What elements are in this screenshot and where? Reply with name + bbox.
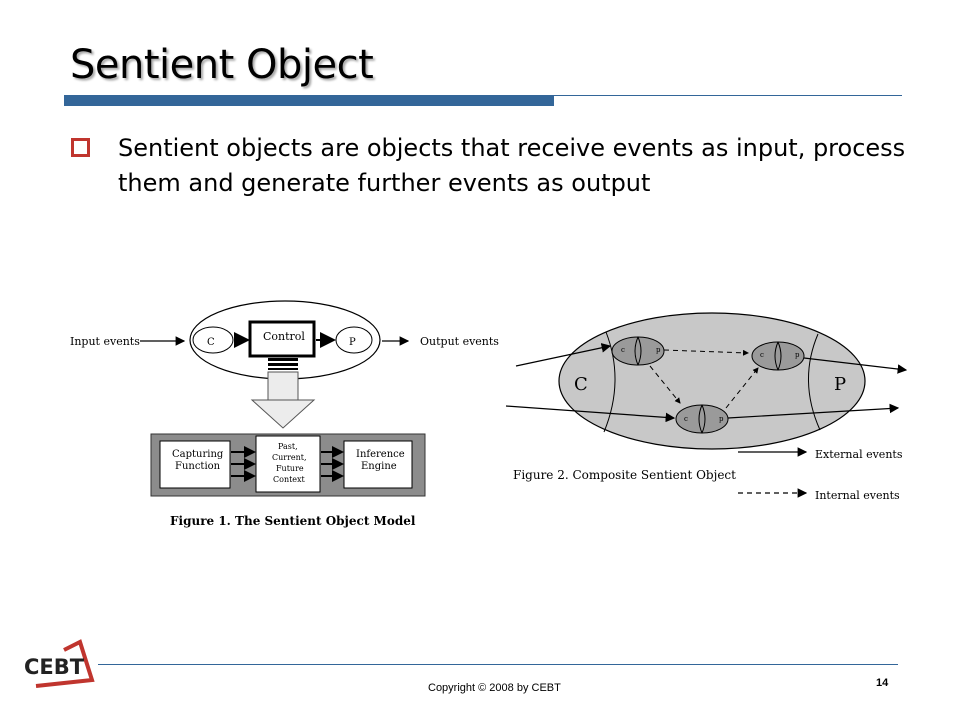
title-underline-thick xyxy=(64,95,554,106)
capturing-label-2: Function xyxy=(175,461,221,472)
copyright-text: Copyright © 2008 by CEBT xyxy=(428,682,561,694)
footer-divider xyxy=(98,664,898,665)
svg-text:c: c xyxy=(684,415,688,423)
figure2-composite-sentient-object: C P c p c p c p xyxy=(505,312,908,502)
svg-text:CEBT: CEBT xyxy=(24,655,85,679)
bullet-text: Sentient objects are objects that receiv… xyxy=(118,134,906,197)
svg-text:c: c xyxy=(621,346,625,354)
inner-object-3: c p xyxy=(675,404,729,434)
c-circle xyxy=(192,326,234,354)
context-label-2: Current, xyxy=(272,453,307,462)
inference-label-1: Inference xyxy=(356,449,405,460)
cebt-logo: CEBT xyxy=(24,639,95,688)
capturing-label-1: Capturing xyxy=(172,449,224,460)
slide-title: Sentient Object xyxy=(70,42,374,88)
context-label-3: Future xyxy=(276,464,304,473)
composite-c-label: C xyxy=(574,374,588,395)
c-label: C xyxy=(207,337,215,348)
context-label-4: Context xyxy=(273,475,306,484)
context-box xyxy=(255,435,321,493)
figure1-sentient-object-model: Input events Output events C P Control C… xyxy=(70,300,499,528)
figure2-caption: Figure 2. Composite Sentient Object xyxy=(513,468,736,482)
input-events-label: Input events xyxy=(70,335,140,348)
control-label: Control xyxy=(263,330,305,343)
svg-text:p: p xyxy=(656,346,661,354)
svg-text:c: c xyxy=(760,351,764,359)
bullet-square-icon xyxy=(71,138,90,157)
legend-internal-label: Internal events xyxy=(815,489,900,502)
composite-p-label: P xyxy=(834,374,846,395)
svg-text:p: p xyxy=(719,415,724,423)
page-number: 14 xyxy=(876,677,889,689)
title-underline-thin xyxy=(554,95,902,96)
legend-external-label: External events xyxy=(815,448,903,461)
context-label-1: Past, xyxy=(278,442,298,451)
p-circle xyxy=(335,326,373,354)
svg-text:p: p xyxy=(795,351,800,359)
p-label: P xyxy=(349,337,356,348)
inner-object-2: c p xyxy=(751,341,805,371)
inner-object-1: c p xyxy=(611,336,665,366)
figure1-caption: Figure 1. The Sentient Object Model xyxy=(170,514,416,528)
capturing-function-box xyxy=(159,440,231,489)
control-box xyxy=(248,320,316,358)
output-events-label: Output events xyxy=(420,335,499,348)
inference-engine-box xyxy=(343,440,413,489)
down-arrow-icon xyxy=(250,358,316,429)
inference-label-2: Engine xyxy=(361,461,397,472)
